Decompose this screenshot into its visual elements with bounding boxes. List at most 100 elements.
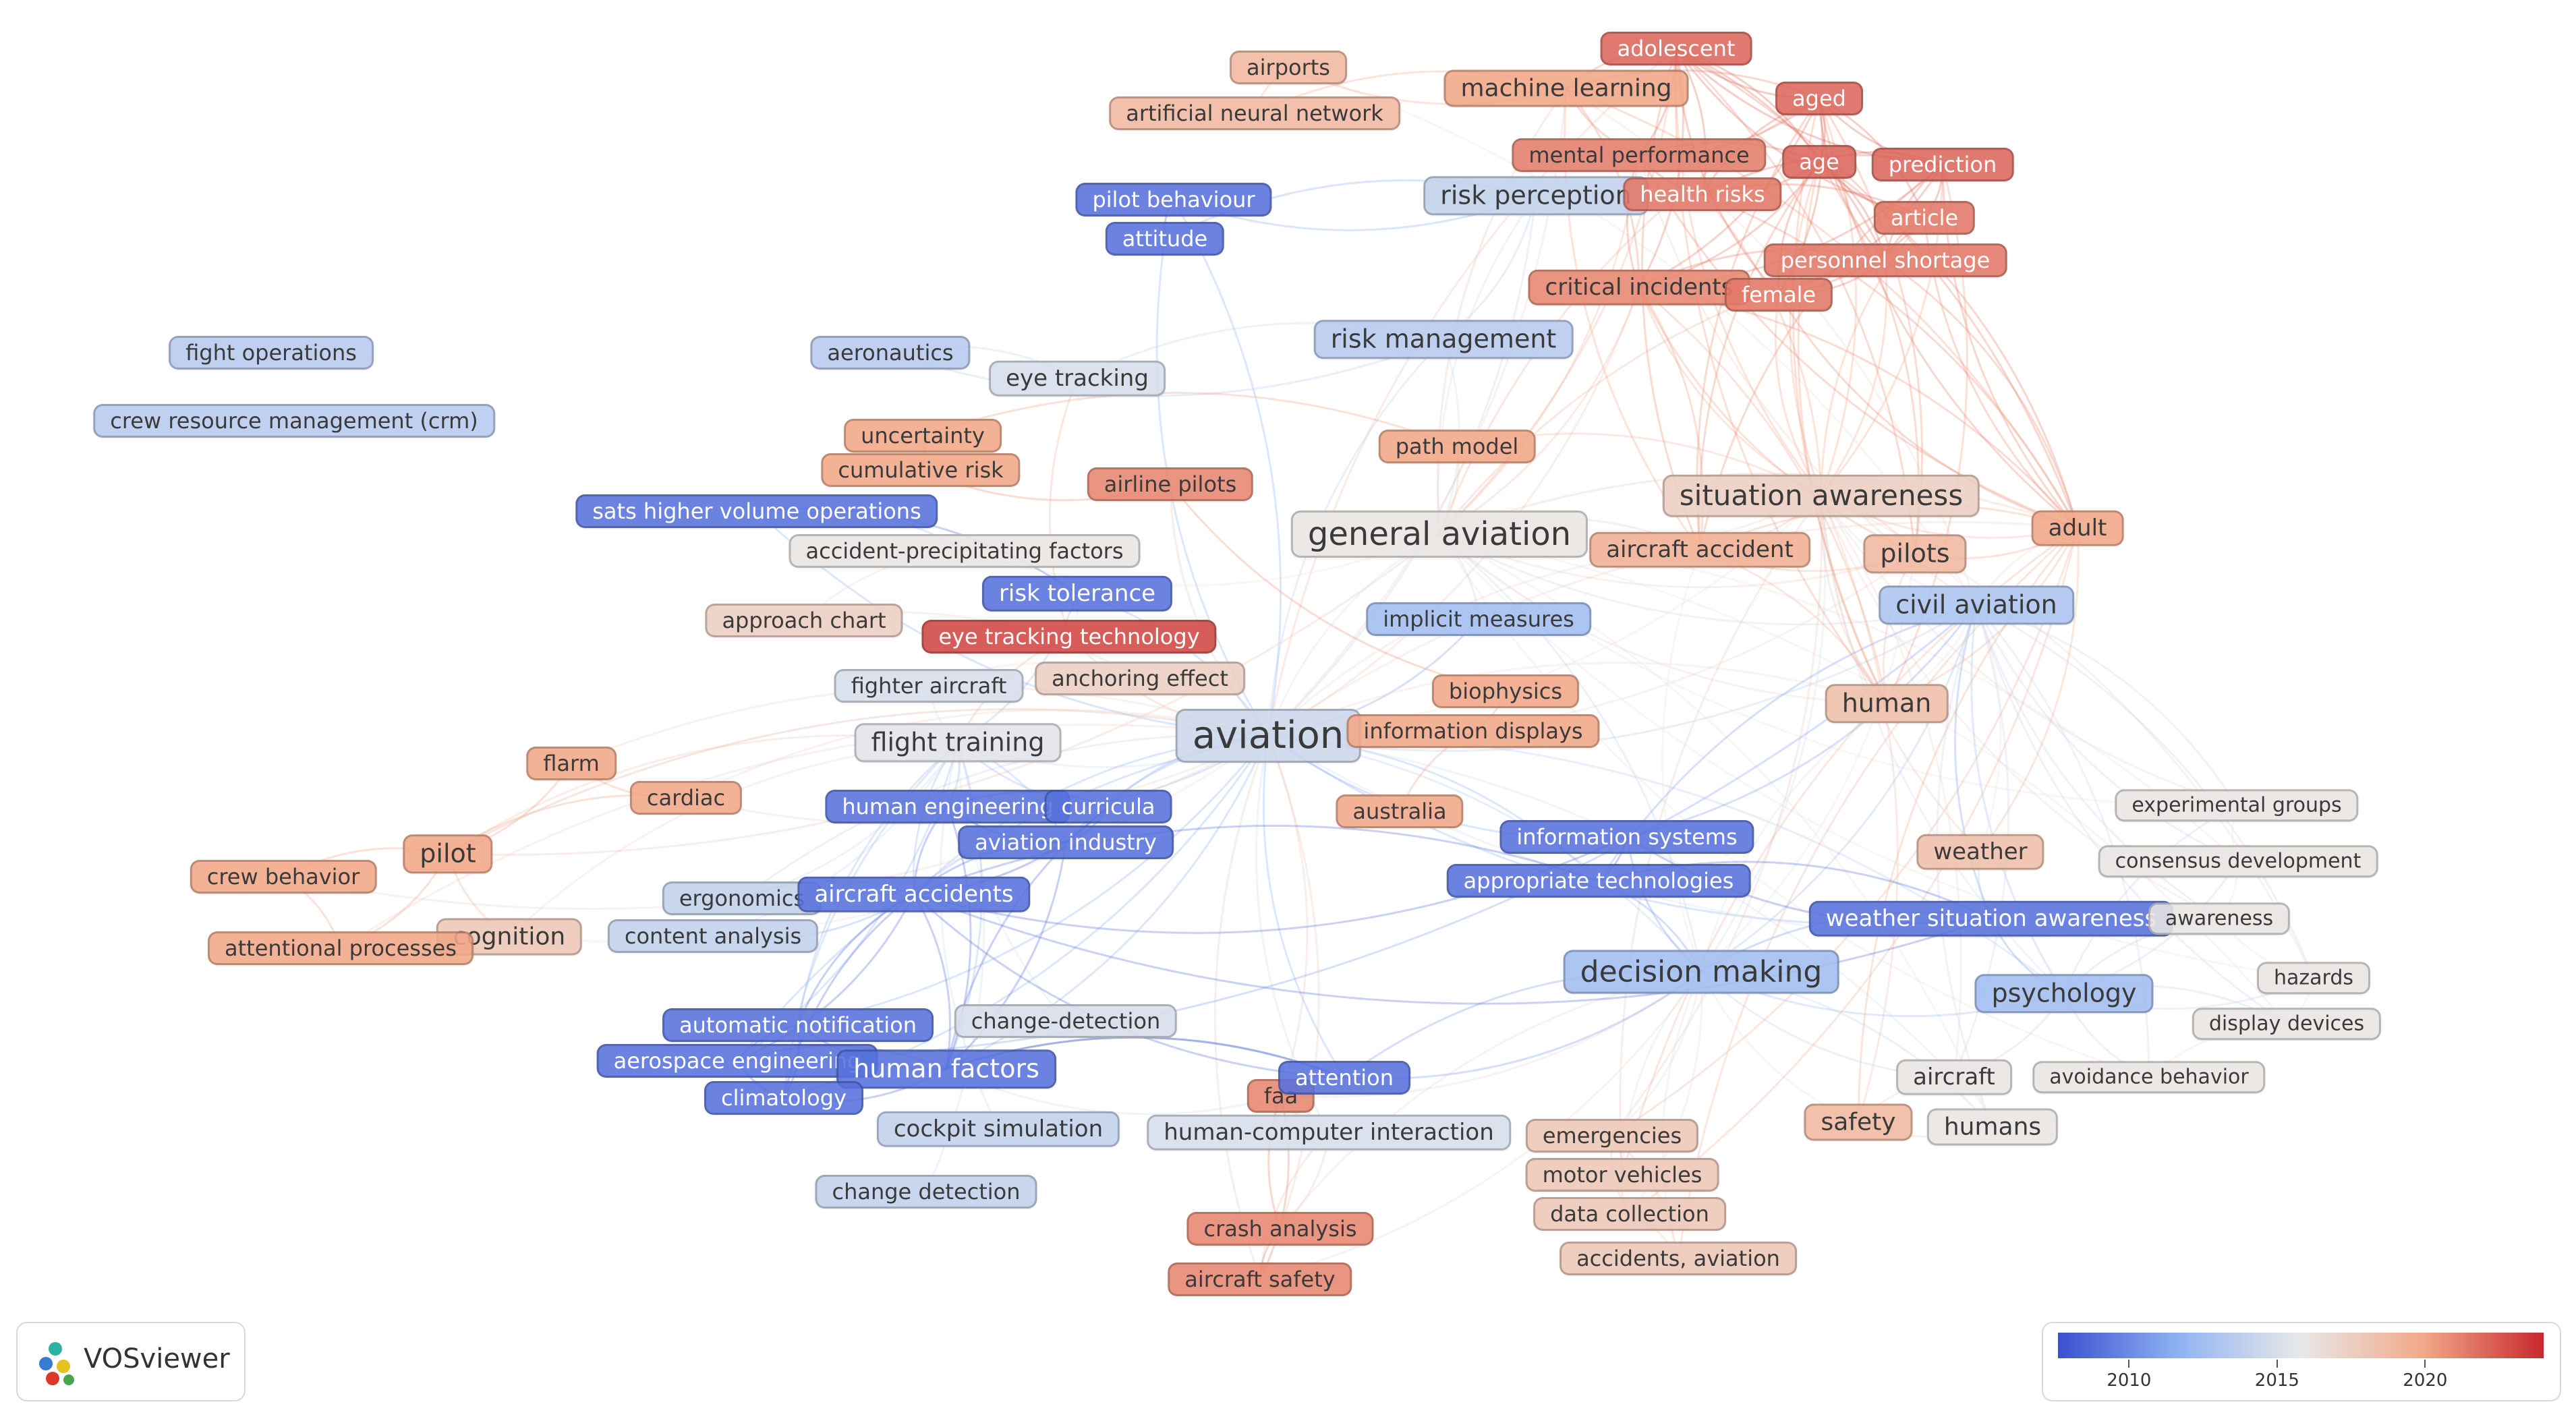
node-label-psychology[interactable]: psychology bbox=[1974, 974, 2154, 1013]
node-label-situation-awareness[interactable]: situation awareness bbox=[1662, 474, 1980, 517]
node-label-information-systems[interactable]: information systems bbox=[1499, 820, 1754, 854]
node-label-adult[interactable]: adult bbox=[2031, 510, 2124, 546]
node-label-emergencies[interactable]: emergencies bbox=[1525, 1119, 1699, 1153]
node-label-airline-pilots[interactable]: airline pilots bbox=[1087, 467, 1254, 501]
node-label-attitude[interactable]: attitude bbox=[1105, 222, 1225, 256]
node-label-change-detection[interactable]: change-detection bbox=[954, 1004, 1178, 1038]
node-label-decision-making[interactable]: decision making bbox=[1563, 950, 1839, 994]
node-label-attention[interactable]: attention bbox=[1278, 1061, 1410, 1095]
node-label-ergonomics[interactable]: ergonomics bbox=[662, 881, 822, 915]
node-label-female[interactable]: female bbox=[1724, 278, 1833, 312]
link-edge bbox=[1820, 260, 1888, 496]
node-label-aircraft-accident[interactable]: aircraft accident bbox=[1589, 531, 1810, 568]
node-label-australia[interactable]: australia bbox=[1336, 794, 1464, 828]
link-edge bbox=[1970, 604, 2065, 994]
node-label-aircraft-safety[interactable]: aircraft safety bbox=[1168, 1262, 1352, 1296]
node-label-risk-tolerance[interactable]: risk tolerance bbox=[981, 575, 1173, 612]
node-label-automatic-notification[interactable]: automatic notification bbox=[662, 1008, 934, 1042]
link-edge bbox=[1439, 533, 1887, 705]
node-label-age[interactable]: age bbox=[1782, 145, 1856, 179]
node-label-prediction[interactable]: prediction bbox=[1871, 148, 2014, 181]
node-label-appropriate-technologies[interactable]: appropriate technologies bbox=[1446, 864, 1751, 898]
node-label-aviation-industry[interactable]: aviation industry bbox=[958, 825, 1174, 859]
node-label-flight-training[interactable]: flight training bbox=[854, 723, 1062, 762]
node-label-civil-aviation[interactable]: civil aviation bbox=[1879, 585, 2074, 625]
node-label-risk-perception[interactable]: risk perception bbox=[1423, 176, 1649, 215]
node-label-aeronautics[interactable]: aeronautics bbox=[810, 336, 971, 370]
node-label-personnel-shortage[interactable]: personnel shortage bbox=[1763, 243, 2007, 277]
node-label-health-risks[interactable]: health risks bbox=[1623, 177, 1782, 211]
node-label-critical-incidents[interactable]: critical incidents bbox=[1528, 269, 1750, 306]
node-label-human[interactable]: human bbox=[1825, 684, 1949, 723]
node-label-information-displays[interactable]: information displays bbox=[1346, 714, 1600, 748]
node-label-aircraft-accidents[interactable]: aircraft accidents bbox=[797, 876, 1031, 912]
link-edge bbox=[1661, 549, 1702, 972]
node-label-approach-chart[interactable]: approach chart bbox=[705, 604, 903, 637]
node-label-pilots[interactable]: pilots bbox=[1863, 534, 1967, 573]
node-label-path-model[interactable]: path model bbox=[1378, 430, 1536, 463]
link-edge bbox=[1819, 161, 2079, 529]
app-name: VOSviewer bbox=[84, 1343, 230, 1374]
node-label-adolescent[interactable]: adolescent bbox=[1600, 32, 1752, 65]
node-label-pilot[interactable]: pilot bbox=[403, 834, 493, 873]
node-label-uncertainty[interactable]: uncertainty bbox=[844, 419, 1002, 453]
node-label-awareness[interactable]: awareness bbox=[2148, 902, 2291, 935]
node-label-general-aviation[interactable]: general aviation bbox=[1290, 511, 1588, 558]
node-label-experimental-groups[interactable]: experimental groups bbox=[2115, 789, 2359, 821]
link-edge bbox=[913, 894, 951, 1070]
node-label-accident-precipitating-factors[interactable]: accident-precipitating factors bbox=[789, 534, 1141, 568]
node-label-implicit-measures[interactable]: implicit measures bbox=[1366, 602, 1591, 636]
node-label-crew-behavior[interactable]: crew behavior bbox=[190, 860, 377, 894]
node-label-consensus-development[interactable]: consensus development bbox=[2098, 845, 2378, 877]
node-label-mental-performance[interactable]: mental performance bbox=[1512, 138, 1767, 172]
node-label-cumulative-risk[interactable]: cumulative risk bbox=[821, 453, 1021, 487]
node-label-aged[interactable]: aged bbox=[1775, 82, 1863, 115]
node-label-weather-situation-awareness[interactable]: weather situation awareness bbox=[1808, 900, 2174, 937]
node-label-data-collection[interactable]: data collection bbox=[1533, 1197, 1726, 1231]
node-label-airports[interactable]: airports bbox=[1230, 51, 1347, 84]
node-label-sats-higher-volume-operations[interactable]: sats higher volume operations bbox=[575, 494, 938, 528]
node-label-fighter-aircraft[interactable]: fighter aircraft bbox=[834, 669, 1024, 703]
node-label-content-analysis[interactable]: content analysis bbox=[607, 919, 819, 953]
node-label-safety[interactable]: safety bbox=[1804, 1103, 1913, 1141]
node-label-curricula[interactable]: curricula bbox=[1044, 790, 1172, 823]
node-label-attentional-processes[interactable]: attentional processes bbox=[208, 931, 474, 965]
node-label-human-factors[interactable]: human factors bbox=[836, 1049, 1056, 1088]
node-label-article[interactable]: article bbox=[1873, 201, 1976, 235]
node-label-aviation[interactable]: aviation bbox=[1175, 709, 1361, 763]
node-label-change-detection[interactable]: change detection bbox=[815, 1175, 1037, 1209]
node-label-human-computer-interaction[interactable]: human-computer interaction bbox=[1147, 1114, 1511, 1151]
node-label-accidents-aviation[interactable]: accidents, aviation bbox=[1559, 1242, 1797, 1275]
node-label-humans[interactable]: humans bbox=[1926, 1108, 2059, 1146]
node-label-biophysics[interactable]: biophysics bbox=[1431, 674, 1580, 708]
node-label-avoidance-behavior[interactable]: avoidance behavior bbox=[2032, 1061, 2266, 1093]
node-label-cockpit-simulation[interactable]: cockpit simulation bbox=[876, 1111, 1120, 1147]
link-edge bbox=[1626, 604, 1978, 838]
node-label-weather[interactable]: weather bbox=[1916, 834, 2044, 870]
vosviewer-logo-icon bbox=[39, 1342, 74, 1385]
node-label-cardiac[interactable]: cardiac bbox=[629, 781, 743, 815]
node-label-eye-tracking[interactable]: eye tracking bbox=[989, 360, 1166, 397]
node-label-flarm[interactable]: flarm bbox=[526, 747, 617, 780]
node-label-pilot-behaviour[interactable]: pilot behaviour bbox=[1075, 183, 1272, 216]
node-label-motor-vehicles[interactable]: motor vehicles bbox=[1525, 1158, 1719, 1192]
node-label-human-engineering[interactable]: human engineering bbox=[825, 790, 1070, 823]
node-label-aerospace-engineering[interactable]: aerospace engineering bbox=[596, 1044, 878, 1078]
node-label-eye-tracking-technology[interactable]: eye tracking technology bbox=[921, 620, 1217, 654]
node-label-artificial-neural-network[interactable]: artificial neural network bbox=[1109, 96, 1400, 130]
link-edge bbox=[1774, 294, 1823, 496]
node-label-display-devices[interactable]: display devices bbox=[2192, 1008, 2382, 1040]
node-label-machine-learning[interactable]: machine learning bbox=[1443, 69, 1689, 107]
link-edge bbox=[1700, 495, 1827, 972]
node-label-aircraft[interactable]: aircraft bbox=[1896, 1059, 2012, 1095]
legend-label-2010: 2010 bbox=[2107, 1370, 2152, 1391]
link-edge bbox=[1259, 971, 1702, 1281]
node-label-crash-analysis[interactable]: crash analysis bbox=[1186, 1212, 1374, 1246]
node-label-climatology[interactable]: climatology bbox=[704, 1081, 863, 1115]
node-label-hazards[interactable]: hazards bbox=[2256, 962, 2371, 994]
node-label-risk-management[interactable]: risk management bbox=[1313, 320, 1574, 359]
node-label-crew-resource-management-crm[interactable]: crew resource management (crm) bbox=[93, 404, 495, 438]
node-label-anchoring-effect[interactable]: anchoring effect bbox=[1035, 662, 1245, 695]
node-label-fight-operations[interactable]: fight operations bbox=[169, 336, 374, 370]
